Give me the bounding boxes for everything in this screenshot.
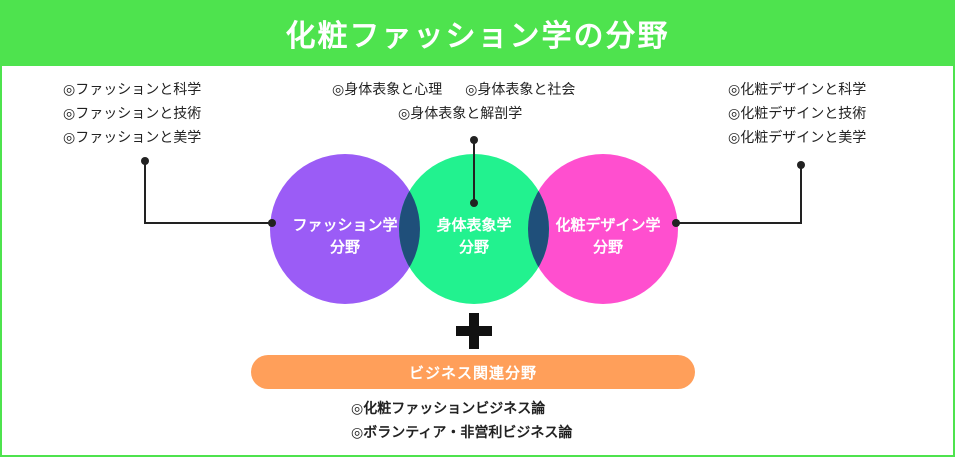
connector-line-left [144,161,270,224]
connector-dot [141,157,149,165]
list-item: ◎身体表象と解剖学 [398,106,523,122]
business-topic-list: ◎化粧ファッションビジネス論 ◎ボランティア・非営利ビジネス論 [351,397,572,445]
header-banner: 化粧ファッション学の分野 [0,0,955,66]
connector-line-right [676,165,802,224]
body-topic-list: ◎身体表象と心理 ◎身体表象と社会 ◎身体表象と解剖学 [332,78,575,126]
list-item: ◎化粧デザインと科学 [728,82,867,98]
list-item: ◎化粧デザインと技術 [728,106,867,122]
list-item: ◎身体表象と心理 [332,82,443,98]
list-item: ◎化粧デザインと美学 [728,130,867,146]
business-field-bar: ビジネス関連分野 [251,355,695,389]
makeup-circle [528,154,678,304]
connector-dot [672,219,680,227]
fashion-circle [270,154,420,304]
list-item: ◎ファッションと科学 [63,82,202,98]
connector-dot [268,219,276,227]
fashion-circle-label: ファッション学 分野 [292,216,398,256]
business-field-label: ビジネス関連分野 [408,363,537,382]
page-title: 化粧ファッション学の分野 [285,19,670,54]
connector-dot [797,161,805,169]
body-circle [399,154,549,304]
body-circle-label: 身体表象学 分野 [436,216,512,256]
list-item: ◎ボランティア・非営利ビジネス論 [351,425,573,441]
plus-icon [456,313,492,349]
list-item: ◎ファッションと技術 [63,106,202,122]
list-item: ◎ファッションと美学 [63,130,202,146]
connector-dot [470,136,478,144]
makeup-circle-label: 化粧デザイン学 分野 [555,216,661,256]
list-item: ◎化粧ファッションビジネス論 [351,401,546,417]
makeup-topic-list: ◎化粧デザインと科学 ◎化粧デザインと技術 ◎化粧デザインと美学 [728,78,866,150]
connector-dot [470,199,478,207]
fashion-topic-list: ◎ファッションと科学 ◎ファッションと技術 ◎ファッションと美学 [63,78,201,150]
list-item: ◎身体表象と社会 [465,82,576,98]
